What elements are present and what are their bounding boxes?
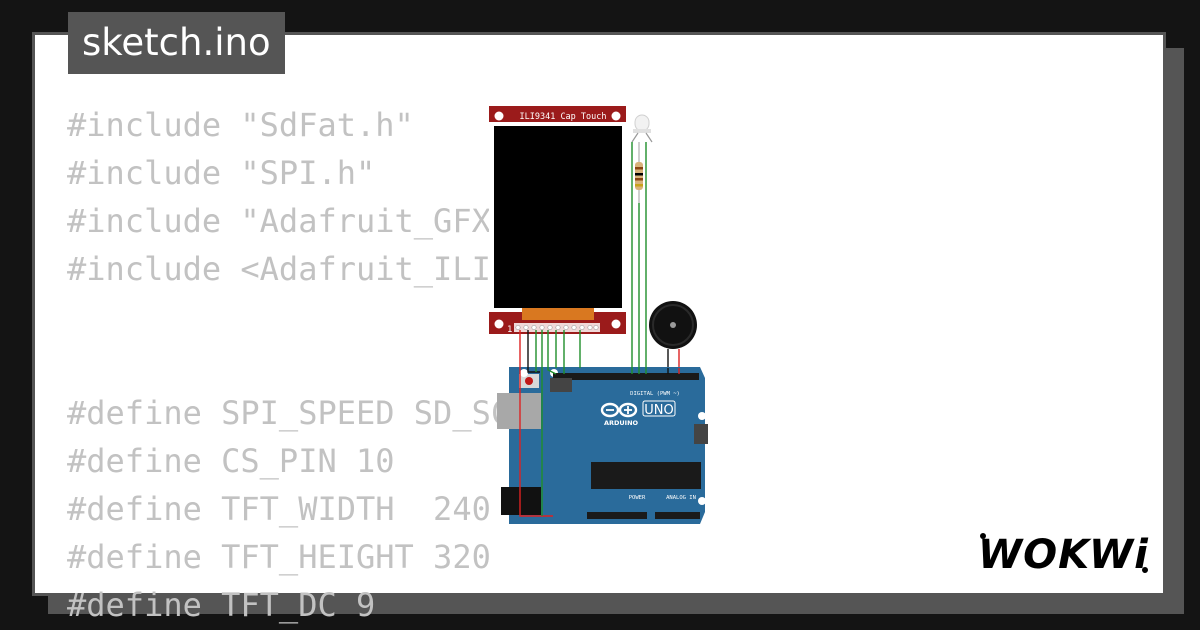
code-line: #define TFT_HEIGHT 320 — [67, 538, 491, 576]
code-line: #define SPI_SPEED SD_SC — [67, 394, 511, 432]
resistor[interactable] — [635, 142, 643, 203]
ili9341-display[interactable]: ILI9341 Cap Touch 1 — [489, 106, 626, 335]
code-line: #include "Adafruit_GFX — [67, 202, 491, 240]
arduino-model-label: UNO — [644, 403, 673, 418]
filename-tab[interactable]: sketch.ino — [68, 12, 285, 74]
code-preview: #include "SdFat.h" #include "SPI.h" #inclu… — [67, 101, 510, 629]
wokwi-logo-dot-icon — [980, 533, 986, 539]
wires — [519, 142, 680, 517]
arduino-logo-icon — [600, 402, 638, 418]
code-line: #define TFT_DC 9 — [67, 586, 376, 624]
wokwi-logo[interactable]: WOKWi — [975, 526, 1155, 578]
arduino-digital-label: DIGITAL (PWM ~) — [630, 391, 680, 397]
display-label: ILI9341 Cap Touch — [520, 112, 607, 122]
wokwi-logo-text: WOKWi — [978, 532, 1149, 578]
display-pin1-label: 1 — [507, 325, 512, 335]
code-line: #define CS_PIN 10 — [67, 442, 395, 480]
code-line: #include "SPI.h" — [67, 154, 376, 192]
arduino-power-label: POWER — [629, 495, 646, 501]
arduino-uno[interactable]: UNO ARDUINO DIGITAL (PWM ~) POWER ANALOG… — [497, 367, 708, 524]
wokwi-logo-dot-icon — [1142, 567, 1148, 573]
led[interactable] — [631, 114, 653, 143]
arduino-brand-label: ARDUINO — [604, 419, 639, 427]
code-line: #include "SdFat.h" — [67, 106, 414, 144]
code-line: #include <Adafruit_ILI — [67, 250, 491, 288]
buzzer[interactable] — [649, 301, 697, 368]
arduino-analog-label: ANALOG IN — [666, 495, 696, 501]
code-line: #define TFT_WIDTH 240 — [67, 490, 491, 528]
